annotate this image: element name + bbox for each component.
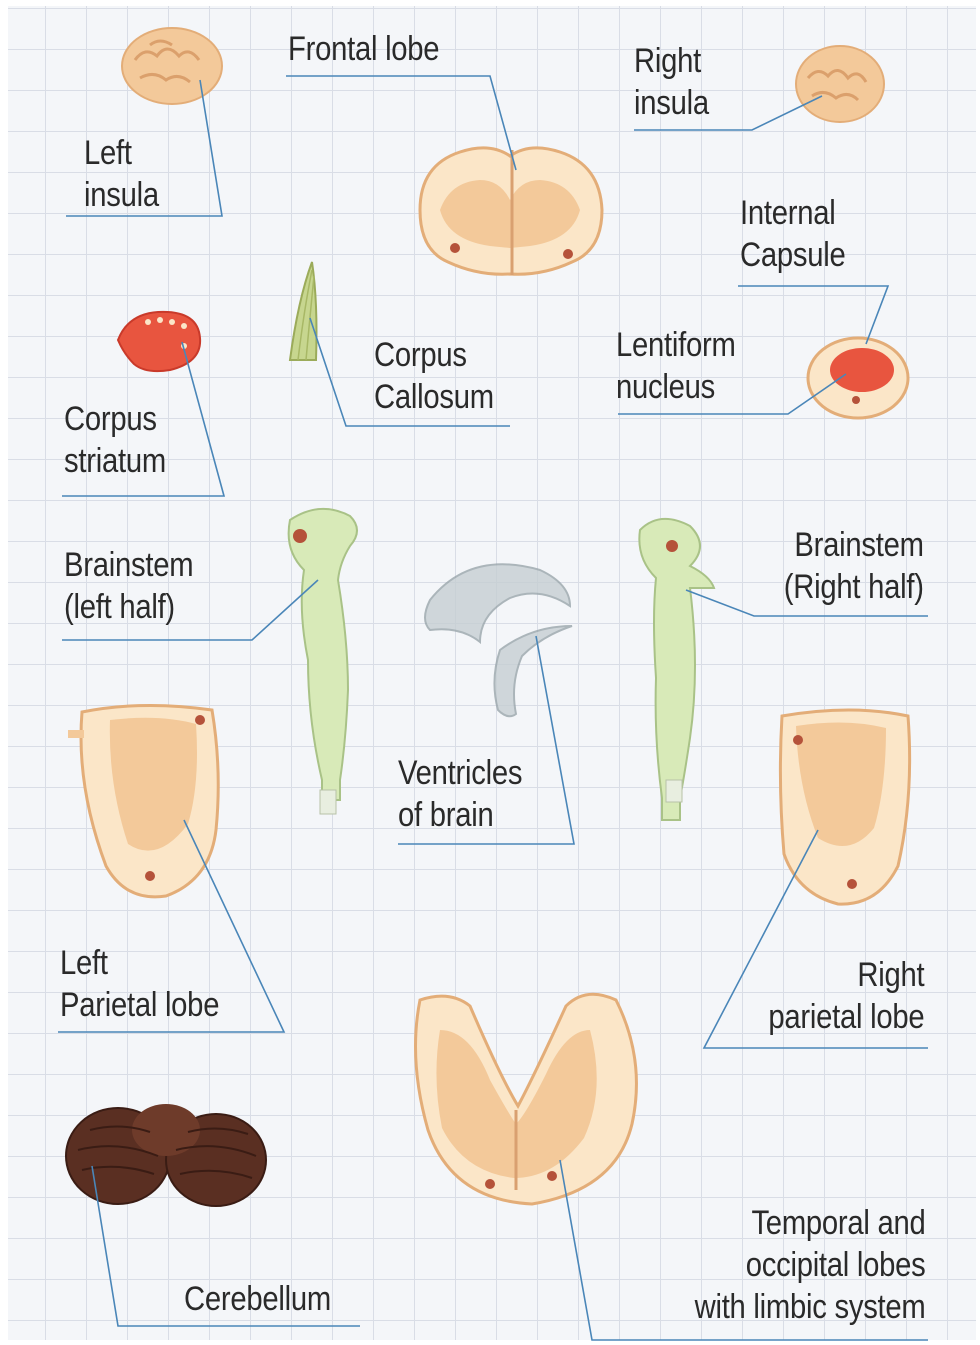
corpus-callosum-model [290,262,317,360]
right-insula-model [796,46,884,122]
label-cerebellum: Cerebellum [184,1278,331,1320]
leader-internal-capsule [738,286,888,344]
frontal-lobe-model [420,148,602,275]
left-insula-model [122,28,222,104]
ventricles-model [425,564,572,716]
label-internal-capsule: Internal Capsule [740,192,845,276]
label-lentiform-nucleus: Lentiform nucleus [616,324,736,408]
lentiform-nucleus-model [808,338,908,418]
label-frontal-lobe: Frontal lobe [288,28,439,70]
temporal-occipital-model [416,994,637,1204]
right-parietal-model [780,710,909,904]
label-right-insula: Right insula [634,40,709,124]
brainstem-left-model [289,509,357,814]
label-ventricles: Ventricles of brain [398,752,522,836]
brainstem-right-model [639,519,714,820]
label-left-insula: Left insula [84,132,159,216]
label-corpus-striatum: Corpus striatum [64,398,166,482]
label-brainstem-left: Brainstem (left half) [64,544,193,628]
label-right-parietal: Right parietal lobe [768,954,924,1038]
label-corpus-callosum: Corpus Callosum [374,334,494,418]
left-parietal-model [68,705,218,896]
label-left-parietal: Left Parietal lobe [60,942,219,1026]
label-temporal-occipital: Temporal and occipital lobes with limbic… [695,1202,926,1328]
label-brainstem-right: Brainstem (Right half) [784,524,924,608]
